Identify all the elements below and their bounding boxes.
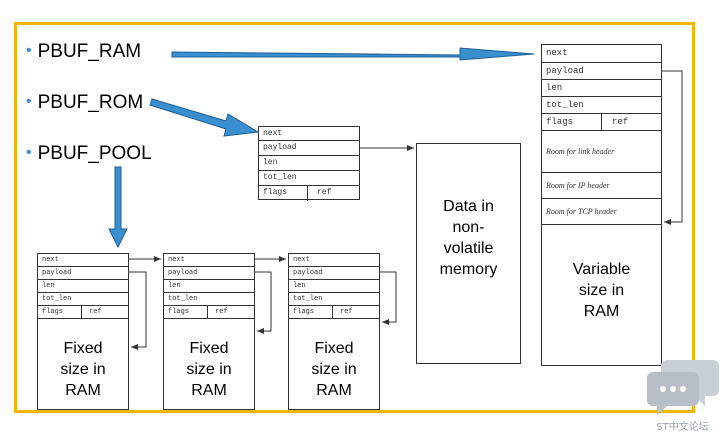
pbuf-field-ref: ref	[612, 117, 629, 127]
label-line-2: size in	[186, 361, 232, 378]
pbuf-field-flags-ref: flags ref	[38, 306, 128, 319]
label-line-3: RAM	[583, 303, 620, 320]
pbuf-field-payload: payload	[259, 141, 359, 156]
bullet-dot: •	[26, 144, 32, 161]
pbuf-field-payload: payload	[542, 63, 661, 80]
nvm-label: Data in non- volatile memory	[417, 196, 520, 280]
pbuf-field-len: len	[289, 280, 379, 293]
pbuf-field-flags: flags	[263, 188, 288, 197]
ram-payload-loop	[662, 70, 683, 225]
room-link-header: Room for link header	[542, 131, 661, 173]
room-tcp-header: Room for TCP header	[542, 199, 661, 225]
pbuf-field-flags: flags	[546, 117, 574, 127]
pool-pbuf-2: next payload len tot_len flags ref Fixed…	[163, 253, 255, 410]
nvm-line-1: Data in	[443, 198, 494, 215]
rom-pbuf-header: next payload len tot_len flags ref	[258, 126, 360, 201]
pool-pbuf-label: Fixed size in RAM	[38, 338, 128, 401]
ram-pbuf: next payload len tot_len flags ref Room …	[541, 44, 662, 366]
chat-bubble-icon	[647, 360, 719, 415]
bullet-dot: •	[26, 42, 32, 59]
ram-pbuf-label: Variable size in RAM	[542, 259, 661, 322]
pbuf-field-tot-len: tot_len	[259, 171, 359, 186]
pbuf-field-next: next	[38, 254, 128, 267]
bullet-label: PBUF_ROM	[37, 92, 144, 113]
bullet-label: PBUF_POOL	[37, 143, 152, 164]
bullet-pbuf-pool: • PBUF_POOL	[26, 143, 152, 165]
pbuf-field-flags: flags	[42, 308, 64, 316]
label-line-2: size in	[578, 282, 625, 299]
pbuf-field-next: next	[164, 254, 254, 267]
pbuf-field-ref: ref	[89, 308, 102, 316]
pool-payload-loop-2	[255, 271, 272, 334]
label-line-3: RAM	[65, 382, 101, 399]
bullet-pbuf-ram: • PBUF_RAM	[26, 41, 141, 63]
pbuf-field-tot-len: tot_len	[542, 97, 661, 114]
label-line-1: Fixed	[63, 340, 103, 357]
forum-logo: ST中文论坛	[645, 356, 720, 436]
pbuf-field-len: len	[164, 280, 254, 293]
pool-pbuf-1: next payload len tot_len flags ref Fixed…	[37, 253, 129, 410]
nvm-line-4: memory	[439, 261, 498, 278]
pbuf-field-len: len	[38, 280, 128, 293]
room-ip-header: Room for IP header	[542, 173, 661, 199]
pbuf-field-ref: ref	[215, 308, 228, 316]
label-line-2: size in	[60, 361, 106, 378]
pool-payload-loop-3	[380, 271, 397, 325]
pbuf-field-next: next	[542, 45, 661, 63]
pbuf-field-payload: payload	[38, 267, 128, 280]
pbuf-field-ref: ref	[317, 188, 332, 197]
pbuf-ram-arrow	[171, 47, 535, 61]
pbuf-field-ref: ref	[340, 308, 353, 316]
pbuf-field-flags: flags	[293, 308, 315, 316]
nvm-data-box: Data in non- volatile memory	[416, 143, 521, 364]
pbuf-field-flags-ref: flags ref	[164, 306, 254, 319]
pbuf-field-tot-len: tot_len	[38, 293, 128, 306]
pbuf-field-flags-ref: flags ref	[259, 186, 359, 201]
pbuf-field-len: len	[259, 156, 359, 171]
pbuf-rom-arrow	[149, 98, 260, 137]
pool-pbuf-label: Fixed size in RAM	[164, 338, 254, 401]
bullet-dot: •	[26, 93, 32, 110]
label-line-1: Fixed	[314, 340, 354, 357]
label-line-1: Variable	[572, 261, 631, 278]
pbuf-field-tot-len: tot_len	[164, 293, 254, 306]
pbuf-field-len: len	[542, 80, 661, 97]
label-line-3: RAM	[191, 382, 227, 399]
nvm-line-3: volatile	[443, 240, 494, 257]
bullet-pbuf-rom: • PBUF_ROM	[26, 92, 143, 114]
pbuf-field-payload: payload	[164, 267, 254, 280]
pbuf-field-flags-ref: flags ref	[542, 114, 661, 131]
slide-frame	[14, 22, 695, 413]
pool-pbuf-label: Fixed size in RAM	[289, 338, 379, 401]
pbuf-field-flags-ref: flags ref	[289, 306, 379, 319]
logo-caption: ST中文论坛	[656, 422, 709, 433]
pool-payload-loop-1	[129, 271, 147, 350]
pbuf-field-next: next	[289, 254, 379, 267]
label-line-3: RAM	[316, 382, 352, 399]
pbuf-field-next: next	[259, 127, 359, 141]
pbuf-pool-arrow	[108, 166, 128, 249]
label-line-1: Fixed	[189, 340, 229, 357]
pool-pbuf-3: next payload len tot_len flags ref Fixed…	[288, 253, 380, 410]
pbuf-field-tot-len: tot_len	[289, 293, 379, 306]
label-line-2: size in	[311, 361, 357, 378]
nvm-line-2: non-	[452, 219, 485, 236]
bullet-label: PBUF_RAM	[37, 41, 142, 62]
pbuf-field-payload: payload	[289, 267, 379, 280]
pbuf-field-flags: flags	[168, 308, 190, 316]
